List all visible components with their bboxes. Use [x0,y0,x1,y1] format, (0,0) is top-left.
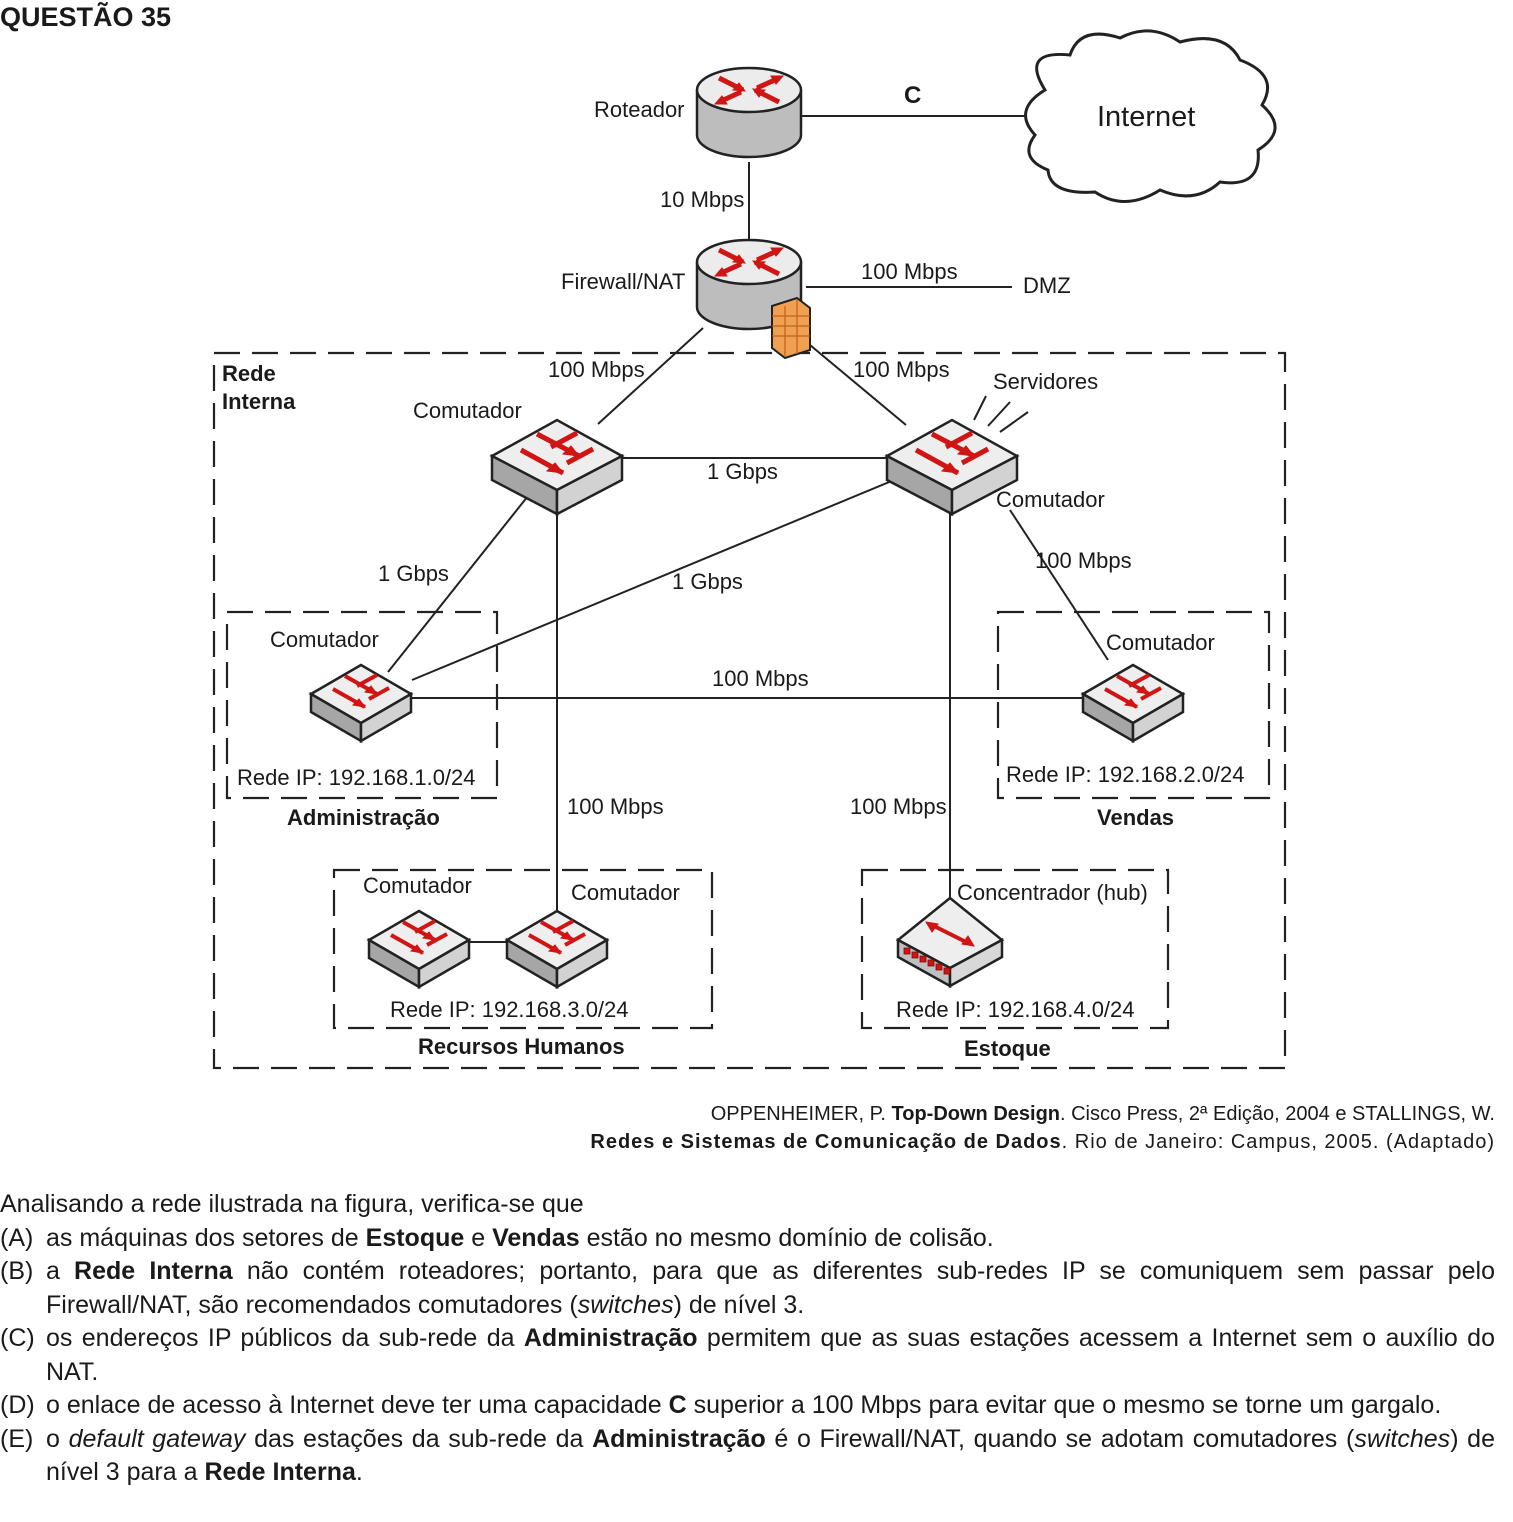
option-b: (B) a Rede Interna não contém roteadores… [0,1257,1495,1319]
citation-line1: OPPENHEIMER, P. Top-Down Design. Cisco P… [710,1103,1495,1125]
firewall-brick-icon [771,296,811,360]
option-d: (D) o enlace de acesso à Internet deve t… [0,1391,1442,1419]
router-icon [697,68,801,157]
citation-line2: Redes e Sistemas de Comunicação de Dados… [590,1131,1495,1153]
vendas-ip-label: Rede IP: 192.168.2.0/24 [1006,762,1245,787]
option-e: (E) o default gateway das estações da su… [0,1424,1495,1487]
firewall-label: Firewall/NAT [561,269,685,294]
question-title: QUESTÃO 35 [0,2,172,32]
admin-ip-label: Rede IP: 192.168.1.0/24 [237,765,476,790]
admin-switch-label: Comutador [270,627,379,652]
estoque-ip-label: Rede IP: 192.168.4.0/24 [896,997,1135,1022]
network-links [387,115,1109,943]
rh-switch1-label: Comutador [363,873,472,898]
core-left-switch-icon [492,420,622,514]
admin-subnet-name: Administração [287,805,440,830]
dmz-label: DMZ [1023,273,1071,298]
internal-network-label-line1: Rede [222,361,276,386]
vendas-switch-icon [1081,663,1185,743]
core-left-switch-label: Comutador [413,398,522,423]
vendas-subnet-boundary [996,610,1271,800]
estoque-subnet-boundary [860,868,1170,1030]
admin-switch-icon [309,663,413,743]
rh-switch2-label: Comutador [571,880,680,905]
network-diagram: Roteador C Internet 10 Mbps Firewall/NAT… [212,29,1287,1070]
admin-subnet-boundary [225,610,499,800]
cross-link-speed-label: 1 Gbps [672,569,743,594]
internet-label: Internet [1097,101,1195,133]
rh-switch1-icon [367,909,471,989]
question-stem: Analisando a rede ilustrada na figura, v… [0,1190,584,1218]
link-10mbps-label: 10 Mbps [660,187,744,212]
estoque-subnet-name: Estoque [964,1036,1051,1061]
right-uplink-speed-label: 100 Mbps [853,357,950,382]
hub-label: Concentrador (hub) [957,880,1148,905]
internet-cloud-icon [1024,29,1277,203]
question-block: Analisando a rede ilustrada na figura, v… [0,1188,1495,1490]
admin-link-speed-label: 1 Gbps [378,561,449,586]
internal-network-boundary [212,351,1287,1070]
servers-label: Servidores [993,369,1098,394]
hub-icon [895,896,1005,989]
vendas-subnet-name: Vendas [1097,805,1174,830]
core-link-speed-label: 1 Gbps [707,459,778,484]
dmz-link-speed-label: 100 Mbps [861,259,958,284]
admin-vendas-link-speed-label: 100 Mbps [712,666,809,691]
rh-subnet-boundary [332,868,714,1030]
left-uplink-speed-label: 100 Mbps [548,357,645,382]
option-c: (C) os endereços IP públicos da sub-rede… [0,1324,1495,1386]
link-c-label: C [904,82,921,109]
rh-link-speed-label: 100 Mbps [567,794,664,819]
estoque-link-speed-label: 100 Mbps [850,794,947,819]
vendas-link-speed-label: 100 Mbps [1035,548,1132,573]
router-label: Roteador [594,97,685,122]
core-right-switch-label: Comutador [996,487,1105,512]
internal-network-label-line2: Interna [222,389,296,414]
rh-ip-label: Rede IP: 192.168.3.0/24 [390,997,629,1022]
rh-subnet-name: Recursos Humanos [418,1034,625,1059]
citation: OPPENHEIMER, P. Top-Down Design. Cisco P… [590,1100,1495,1156]
rh-switch2-icon [505,909,609,989]
option-a: (A) as máquinas dos setores de Estoque e… [0,1223,994,1252]
vendas-switch-label: Comutador [1106,630,1215,655]
